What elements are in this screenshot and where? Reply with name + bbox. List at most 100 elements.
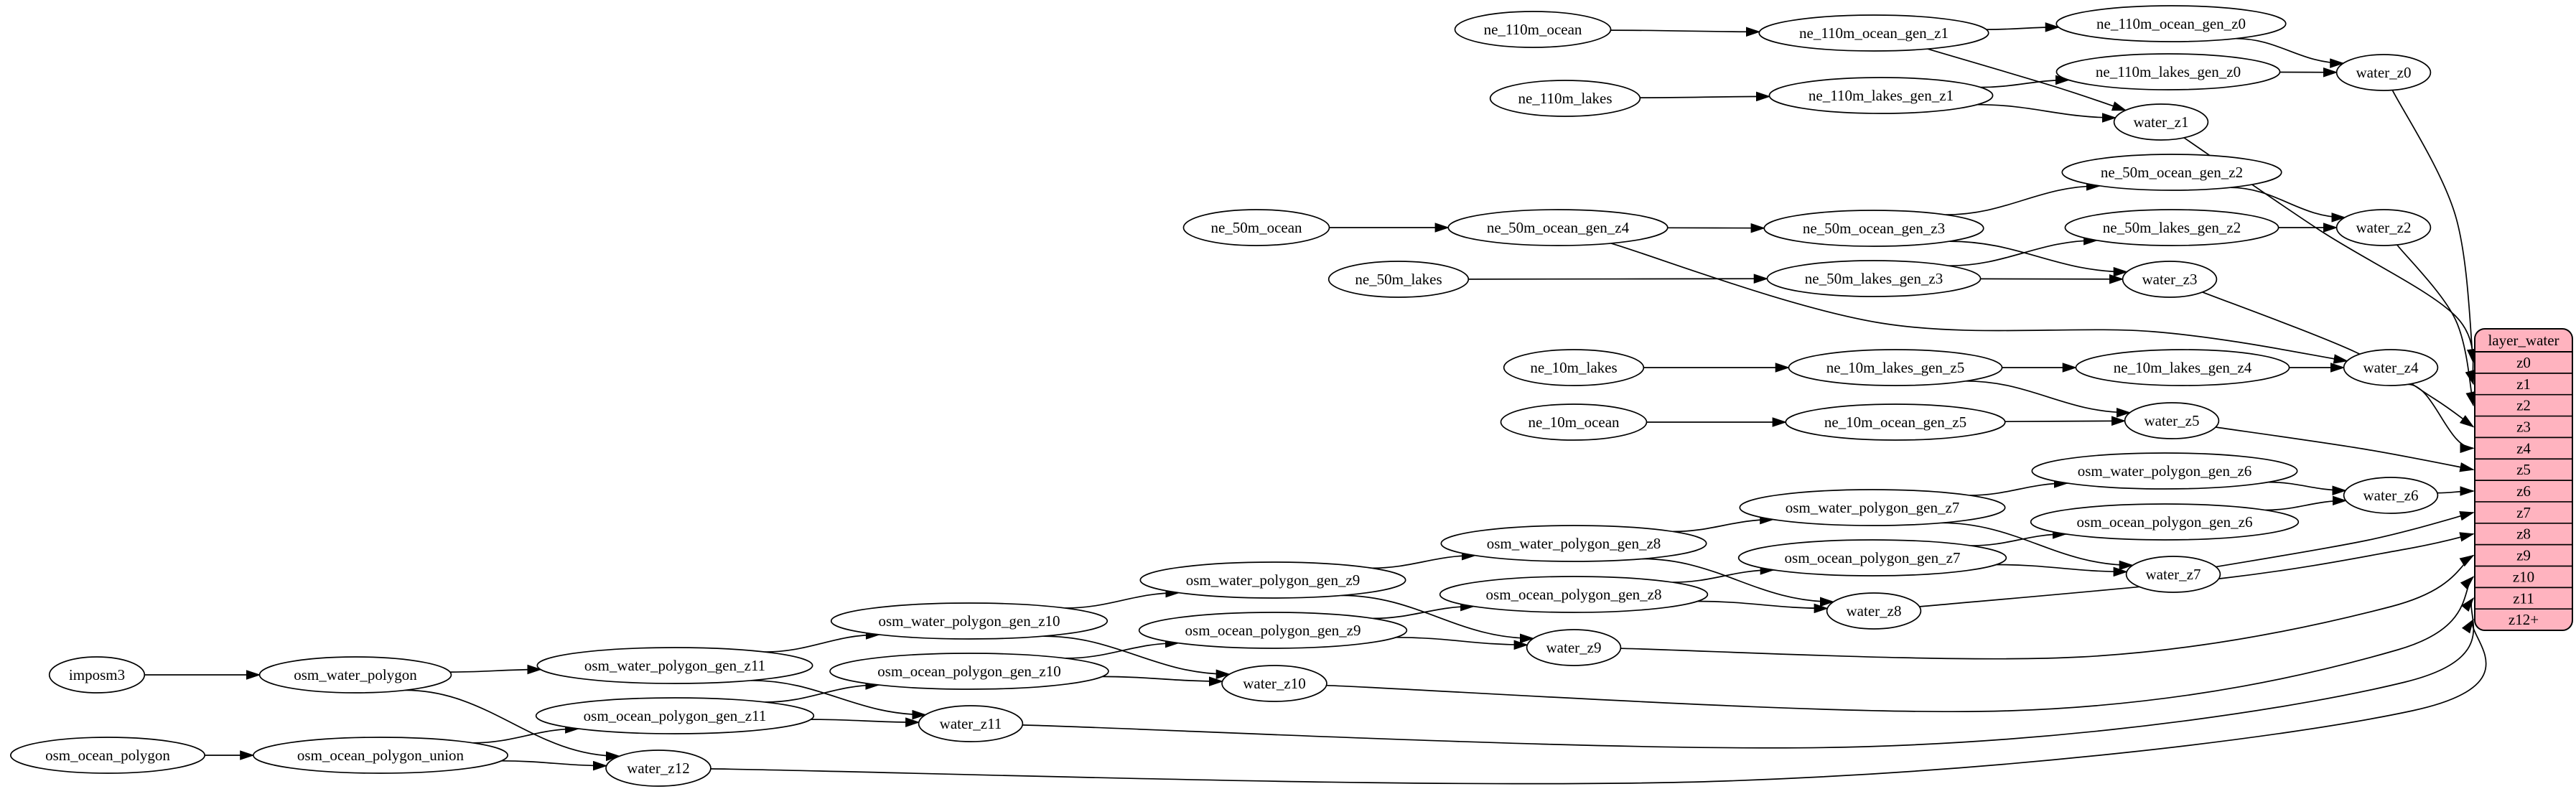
node-ellipse-ne_50m_ocean_gen_z3	[1763, 210, 1984, 247]
edge-osm_ocean_polygon_gen_z7-osm_ocean_polygon_gen_z6	[1971, 529, 2068, 546]
node-label-water_z8: water_z8	[1847, 602, 1902, 620]
edge-osm_water_polygon_gen_z11-water_z11	[750, 679, 927, 720]
node-label-ne_50m_ocean_gen_z4: ne_50m_ocean_gen_z4	[1487, 219, 1630, 236]
node-ellipse-ne_110m_lakes_gen_z1	[1768, 77, 1994, 114]
edge-osm_water_polygon_gen_z10-osm_water_polygon_gen_z9	[1065, 587, 1180, 609]
edge-ne_50m_ocean_gen_z4-water_z4	[1610, 243, 2348, 364]
node-ellipse-ne_10m_lakes_gen_z5	[1788, 349, 2003, 386]
node-ellipse-osm_ocean_polygon_gen_z8	[1439, 576, 1709, 613]
edge-ne_10m_lakes_gen_z5-water_z5	[1965, 380, 2132, 418]
node-osm_water_polygon_gen_z6: osm_water_polygon_gen_z6	[2031, 452, 2298, 490]
edge-water_z10-layer_water-z10	[1326, 576, 2475, 713]
node-label-ne_10m_lakes: ne_10m_lakes	[1530, 359, 1617, 376]
node-label-ne_50m_lakes: ne_50m_lakes	[1355, 271, 1442, 288]
node-ne_50m_ocean_gen_z2: ne_50m_ocean_gen_z2	[2061, 154, 2282, 191]
node-ne_50m_ocean_gen_z4: ne_50m_ocean_gen_z4	[1447, 209, 1669, 246]
edge-water_z9-layer_water-z9	[1620, 554, 2475, 660]
node-water_z4: water_z4	[2343, 349, 2439, 386]
edge-osm_water_polygon-osm_water_polygon_gen_z11	[449, 664, 542, 675]
node-water_z1: water_z1	[2113, 103, 2209, 141]
node-ellipse-ne_10m_ocean_gen_z5	[1785, 403, 2006, 441]
node-osm_water_polygon_gen_z7: osm_water_polygon_gen_z7	[1739, 489, 2006, 526]
node-ellipse-osm_ocean_polygon_gen_z6	[2030, 503, 2300, 541]
node-ellipse-osm_water_polygon_gen_z6	[2031, 452, 2298, 490]
node-label-water_z9: water_z9	[1546, 639, 1602, 656]
edge-ne_110m_lakes_gen_z1-ne_110m_lakes_gen_z0	[1980, 75, 2071, 88]
node-ellipse-water_z12	[605, 750, 711, 787]
node-label-osm_water_polygon_gen_z7: osm_water_polygon_gen_z7	[1786, 499, 1960, 516]
record-row-label-z6: z6	[2516, 482, 2531, 500]
node-label-ne_110m_ocean_gen_z0: ne_110m_ocean_gen_z0	[2096, 15, 2246, 32]
node-ellipse-osm_ocean_polygon_gen_z7	[1737, 539, 2007, 576]
edge-ne_50m_ocean_gen_z3-ne_50m_ocean_gen_z2	[1946, 181, 2101, 215]
node-water_z0: water_z0	[2335, 54, 2432, 91]
node-osm_ocean_polygon_gen_z9: osm_ocean_polygon_gen_z9	[1138, 612, 1408, 649]
node-osm_water_polygon_gen_z9: osm_water_polygon_gen_z9	[1139, 561, 1406, 599]
record-row-z10: z10	[2475, 565, 2572, 585]
record-row-z6: z6	[2475, 480, 2572, 500]
record-layer_water: layer_waterz0z1z2z3z4z5z6z7z8z9z10z11z12…	[2474, 328, 2573, 632]
edge-ne_110m_ocean-ne_110m_ocean_gen_z1	[1610, 27, 1761, 37]
node-ne_10m_lakes: ne_10m_lakes	[1503, 349, 1645, 386]
edge-water_z12-layer_water-z12+	[710, 618, 2487, 785]
node-osm_ocean_polygon: osm_ocean_polygon	[10, 737, 205, 774]
edge-ne_50m_lakes_gen_z3-ne_50m_lakes_gen_z2	[1949, 235, 2099, 267]
node-label-ne_10m_ocean: ne_10m_ocean	[1528, 414, 1620, 431]
node-label-osm_water_polygon_gen_z6: osm_water_polygon_gen_z6	[2078, 462, 2252, 480]
node-ellipse-osm_water_polygon_gen_z7	[1739, 489, 2006, 526]
edge-water_z7-layer_water-z7	[2216, 511, 2475, 568]
node-ellipse-osm_ocean_polygon	[10, 737, 205, 774]
node-ellipse-osm_water_polygon	[258, 656, 452, 694]
node-label-water_z5: water_z5	[2145, 412, 2200, 429]
edge-water_z8-layer_water-z8	[1919, 532, 2475, 607]
record-row-label-z8: z8	[2516, 526, 2531, 543]
node-label-osm_water_polygon_gen_z9: osm_water_polygon_gen_z9	[1186, 571, 1361, 589]
node-ellipse-water_z9	[1526, 629, 1622, 666]
edge-osm_ocean_polygon_gen_z8-water_z8	[1697, 600, 1829, 614]
edge-osm_water_polygon_gen_z9-water_z9	[1341, 594, 1535, 644]
node-ne_110m_ocean_gen_z0: ne_110m_ocean_gen_z0	[2055, 5, 2287, 42]
node-ellipse-water_z4	[2343, 349, 2439, 386]
node-label-ne_110m_ocean: ne_110m_ocean	[1484, 21, 1582, 38]
node-label-imposm3: imposm3	[69, 666, 125, 683]
node-label-water_z3: water_z3	[2142, 271, 2198, 288]
node-ellipse-osm_ocean_polygon_union	[253, 737, 508, 774]
edge-osm_water_polygon_gen_z9-osm_water_polygon_gen_z8	[1371, 550, 1477, 569]
edge-osm_ocean_polygon_gen_z10-osm_ocean_polygon_gen_z9	[1065, 638, 1180, 659]
edge-osm_water_polygon_gen_z8-water_z8	[1642, 558, 1835, 607]
node-ellipse-water_z3	[2122, 261, 2218, 298]
node-osm_water_polygon: osm_water_polygon	[258, 656, 452, 694]
node-water_z9: water_z9	[1526, 629, 1622, 666]
node-label-ne_50m_ocean_gen_z3: ne_50m_ocean_gen_z3	[1803, 220, 1945, 237]
node-ellipse-water_z2	[2335, 209, 2432, 246]
node-ellipse-ne_10m_lakes_gen_z4	[2075, 349, 2290, 386]
edge-water_z11-layer_water-z11	[1022, 597, 2475, 749]
node-label-ne_110m_lakes_gen_z1: ne_110m_lakes_gen_z1	[1809, 87, 1954, 104]
node-label-water_z11: water_z11	[940, 715, 1002, 732]
record-row-z9: z9	[2475, 543, 2572, 564]
edge-ne_50m_ocean_gen_z2-water_z2	[2230, 187, 2346, 223]
node-osm_ocean_polygon_gen_z10: osm_ocean_polygon_gen_z10	[829, 653, 1109, 690]
edge-ne_110m_ocean_gen_z1-water_z1	[1927, 48, 2127, 111]
node-osm_water_polygon_gen_z10: osm_water_polygon_gen_z10	[830, 602, 1109, 640]
node-ellipse-water_z5	[2124, 402, 2220, 439]
edge-osm_ocean_polygon_gen_z6-water_z6	[2265, 495, 2348, 511]
record-row-label-z10: z10	[2513, 568, 2534, 585]
edge-osm_ocean_polygon_gen_z8-osm_ocean_polygon_gen_z7	[1672, 565, 1775, 583]
edge-ne_110m_ocean_gen_z1-ne_110m_ocean_gen_z0	[1986, 22, 2061, 32]
node-label-osm_ocean_polygon_union: osm_ocean_polygon_union	[297, 747, 465, 764]
node-label-ne_50m_lakes_gen_z3: ne_50m_lakes_gen_z3	[1805, 270, 1943, 287]
node-label-ne_10m_ocean_gen_z5: ne_10m_ocean_gen_z5	[1824, 414, 1966, 431]
edge-osm_water_polygon_gen_z11-osm_water_polygon_gen_z10	[765, 630, 881, 653]
edge-osm_ocean_polygon_gen_z7-water_z7	[1996, 564, 2128, 577]
node-ne_110m_lakes_gen_z1: ne_110m_lakes_gen_z1	[1768, 77, 1994, 114]
node-ellipse-ne_110m_lakes_gen_z0	[2055, 53, 2281, 90]
node-label-water_z4: water_z4	[2363, 359, 2419, 376]
record-row-label-z4: z4	[2516, 439, 2531, 457]
node-label-ne_110m_lakes_gen_z0: ne_110m_lakes_gen_z0	[2096, 63, 2241, 80]
record-row-label-z11: z11	[2513, 589, 2534, 607]
node-label-osm_water_polygon_gen_z11: osm_water_polygon_gen_z11	[584, 657, 765, 674]
edge-osm_ocean_polygon_union-osm_ocean_polygon_gen_z11	[472, 724, 580, 744]
node-ellipse-osm_water_polygon_gen_z10	[830, 602, 1109, 640]
